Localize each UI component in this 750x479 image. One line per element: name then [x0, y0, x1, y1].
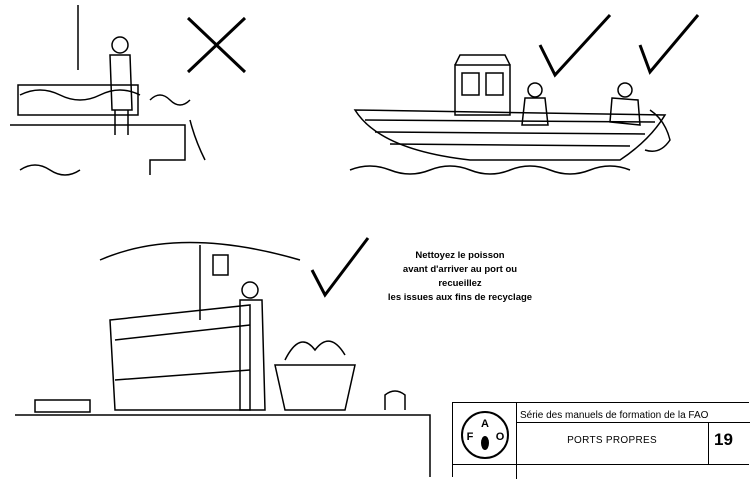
svg-text:A: A — [481, 418, 489, 430]
footer-divider — [516, 422, 750, 423]
document-footer: A F O Série des manuels de formation de … — [452, 402, 750, 479]
footer-divider — [516, 402, 517, 479]
check-icon — [310, 237, 370, 298]
page-number: 19 — [714, 430, 733, 449]
caption-line: Nettoyez le poisson — [415, 250, 505, 261]
svg-text:F: F — [467, 431, 474, 443]
caption-line: les issues aux fins de recyclage — [387, 292, 533, 303]
series-title: Série des manuels de formation de la FAO — [520, 410, 709, 421]
caption-line: avant d'arriver au port ou recueillez — [402, 264, 518, 289]
svg-text:O: O — [496, 431, 505, 443]
cross-icon — [186, 16, 247, 74]
shelter-cleaning-scene — [15, 241, 431, 477]
footer-frame — [452, 402, 750, 477]
boat-cleaning-scene — [349, 54, 671, 175]
check-icon — [538, 13, 700, 78]
instruction-caption: Nettoyez le poisson avant d'arriver au p… — [380, 249, 540, 305]
manual-title: PORTS PROPRES — [567, 435, 657, 446]
footer-divider — [708, 422, 709, 465]
fao-logo-icon: A F O — [461, 411, 509, 459]
quay-cleaning-scene — [10, 5, 206, 176]
footer-rule — [452, 402, 749, 465]
